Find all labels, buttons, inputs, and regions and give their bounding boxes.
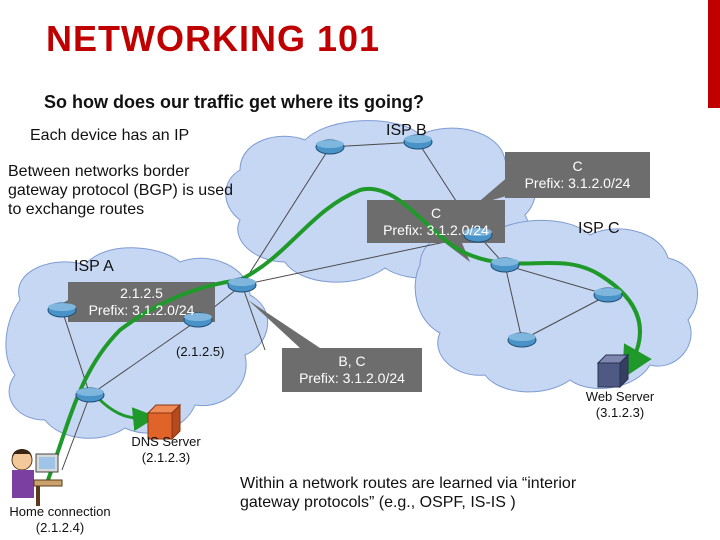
router-icon — [47, 302, 77, 318]
point-device-ip: Each device has an IP — [30, 127, 190, 144]
callout-bc-shape — [248, 300, 422, 392]
point-interior: Within a network routes are learned via … — [240, 475, 577, 511]
dns-server-icon — [146, 403, 182, 441]
router-icon — [490, 257, 520, 273]
router-icon — [593, 287, 623, 303]
callout-shapes — [60, 152, 650, 392]
page-title: NETWORKING 101 — [46, 18, 381, 59]
router-icon — [183, 312, 213, 328]
router-icon — [227, 277, 257, 293]
router-icon — [507, 332, 537, 348]
isp-b-label: ISP B — [386, 122, 427, 139]
accent-bar — [708, 0, 720, 108]
router-icon — [403, 134, 433, 150]
callout-isp-a: 2.1.2.5 Prefix: 3.1.2.0/24 — [88, 285, 195, 318]
routers — [47, 134, 623, 403]
router-icon — [315, 139, 345, 155]
point-bgp: Between networks border gateway protocol… — [8, 163, 233, 218]
web-server-icon — [596, 353, 630, 389]
isp-a-label: ISP A — [74, 258, 114, 275]
router-ip-label: (2.1.2.5) — [176, 344, 225, 359]
route-path — [46, 186, 652, 481]
callout-c-top-right-shape — [475, 152, 650, 205]
isp-a-cloud — [5, 247, 269, 439]
router-icon — [463, 227, 493, 243]
dns-server-label: DNS Server (2.1.2.3) — [131, 434, 201, 465]
callout-bc: B, C Prefix: 3.1.2.0/24 — [299, 353, 405, 386]
callout-c-middle: C Prefix: 3.1.2.0/24 — [383, 205, 489, 238]
router-icon — [75, 387, 105, 403]
callout-c-top-right: C Prefix: 3.1.2.0/24 — [524, 158, 631, 191]
home-connection-label: Home connection (2.1.2.4) — [9, 504, 111, 535]
route-to-dns — [96, 396, 157, 432]
isp-c-label: ISP C — [578, 220, 620, 237]
callout-isp-a-shape — [60, 282, 215, 322]
home-user-icon — [11, 449, 63, 506]
subtitle: So how does our traffic get where its go… — [44, 92, 425, 112]
web-server-label: Web Server (3.1.2.3) — [585, 389, 655, 420]
